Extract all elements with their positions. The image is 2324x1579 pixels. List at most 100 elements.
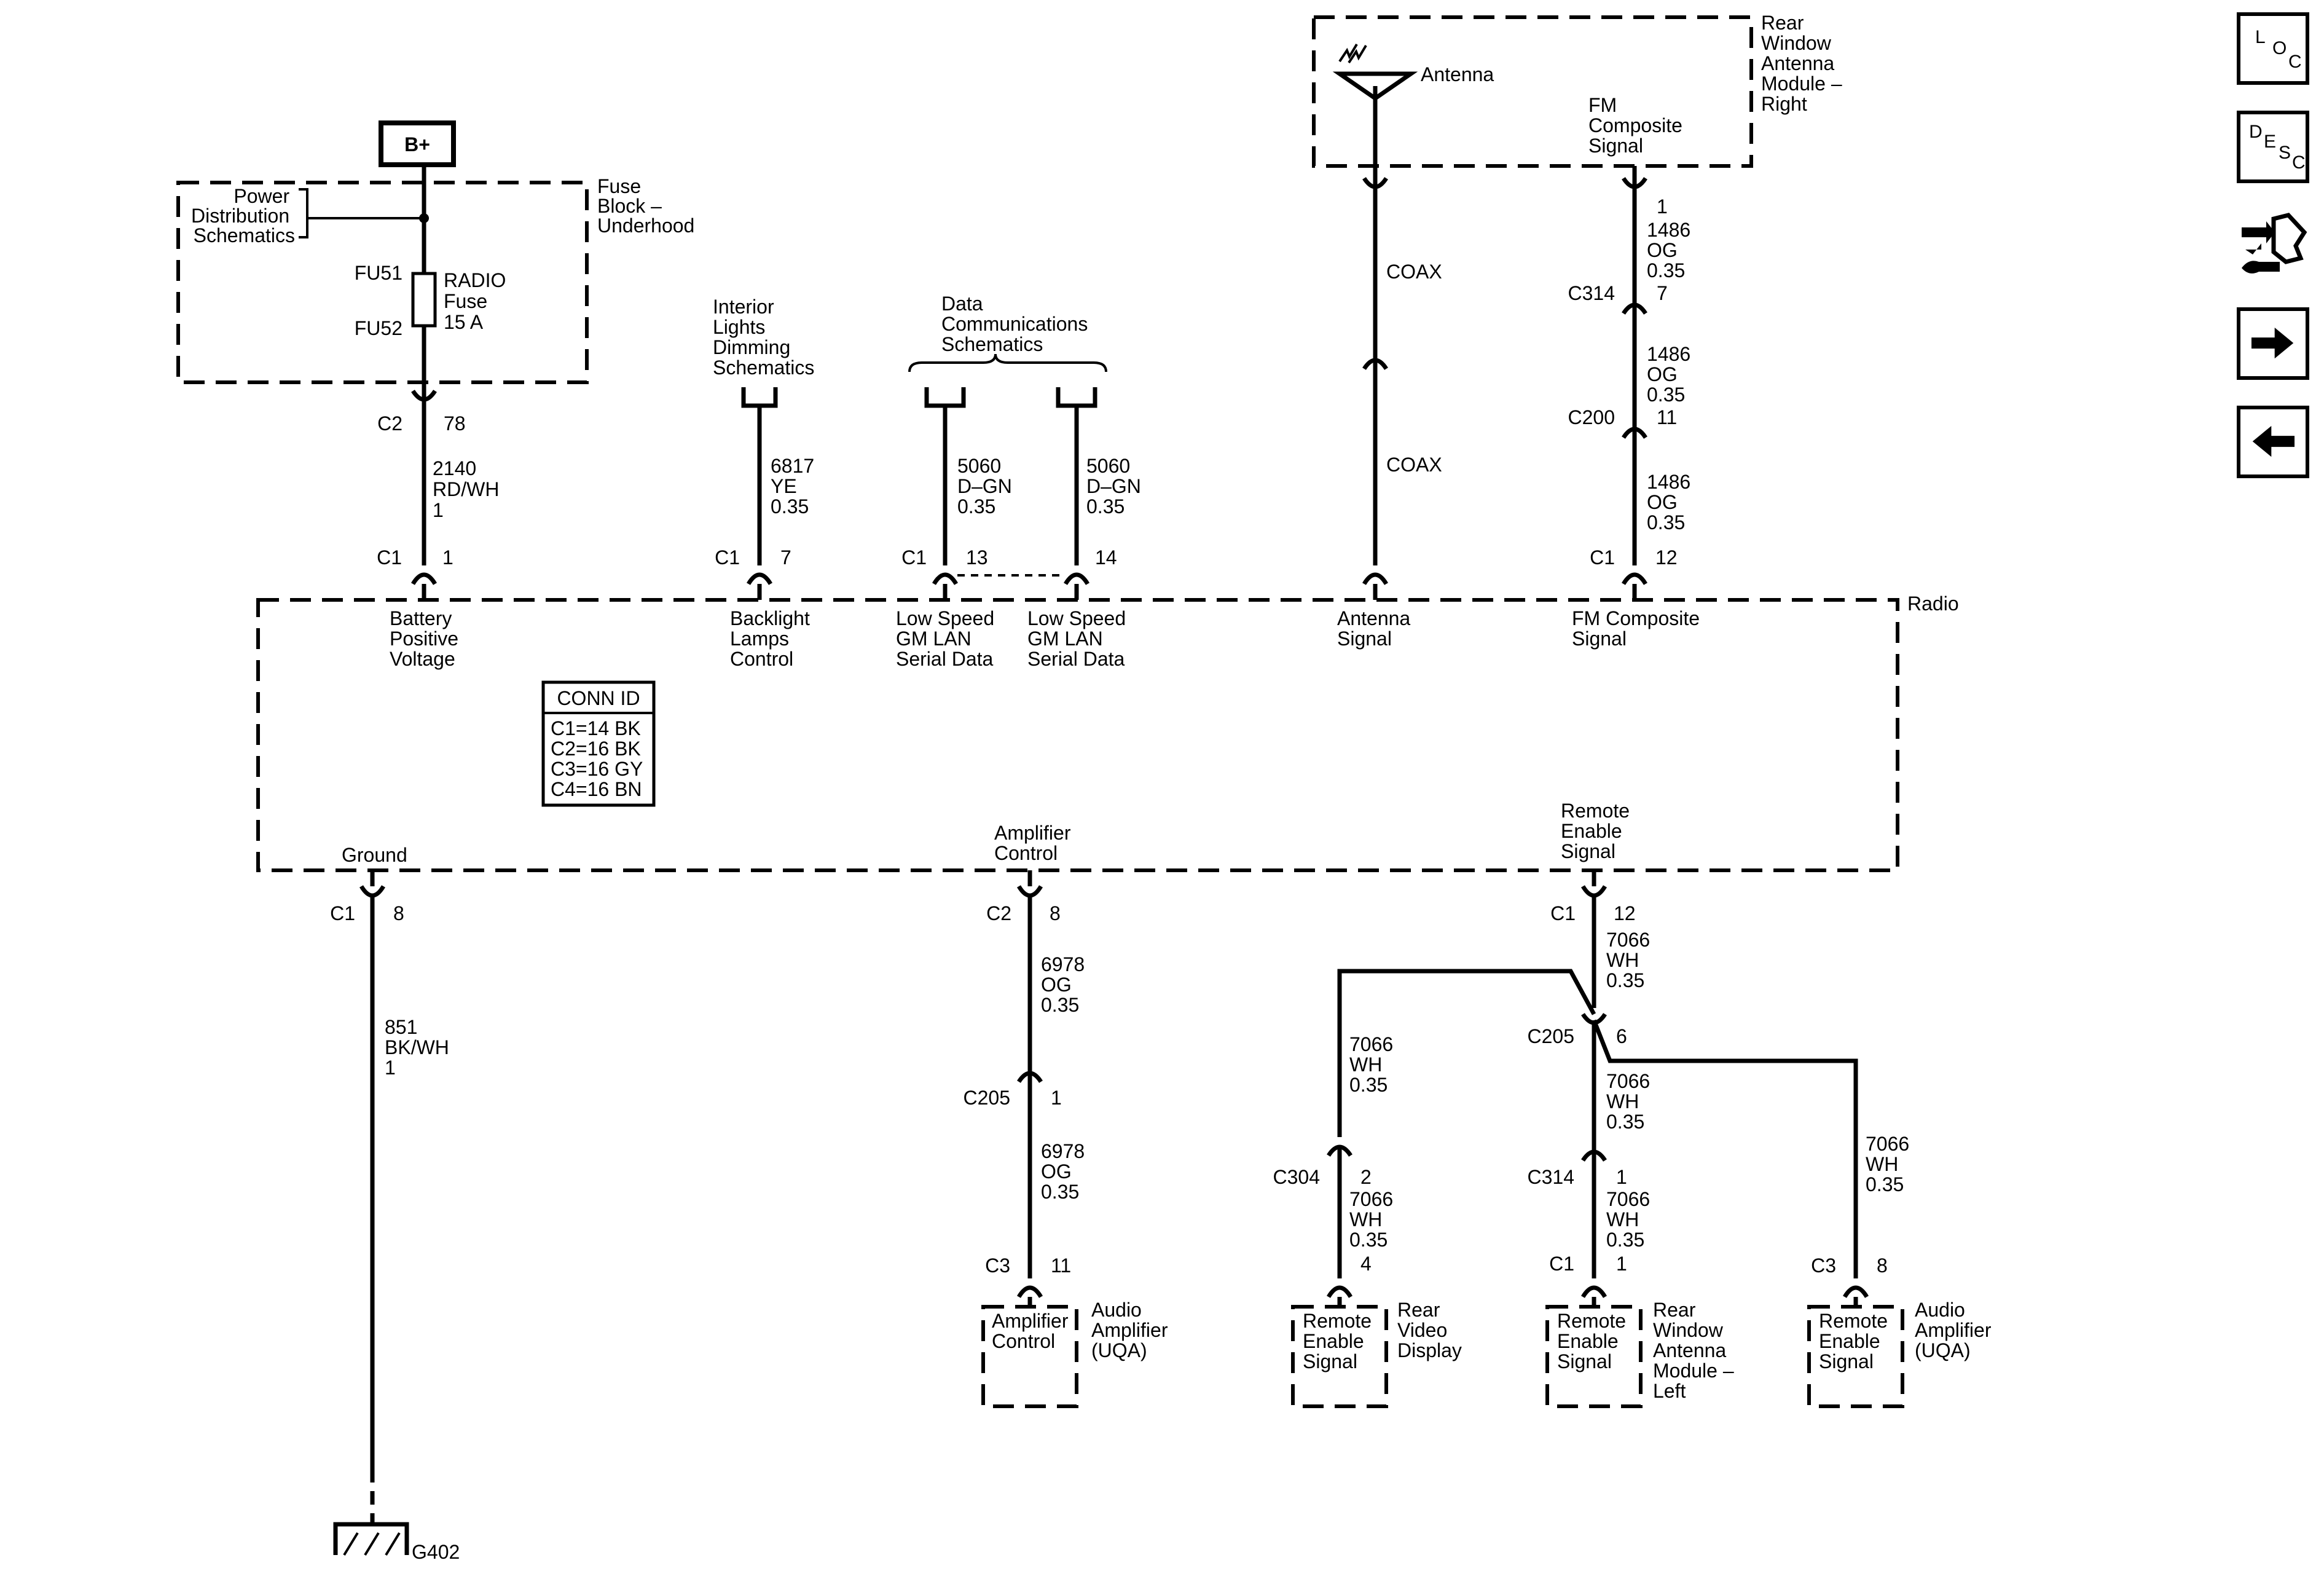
wire-6817-spec: 6817 YE 0.35: [771, 455, 820, 518]
rear-video-pin: 4: [1360, 1253, 1372, 1275]
next-page-button[interactable]: [2237, 307, 2309, 380]
c200-pin-11: 11: [1657, 406, 1677, 428]
pin-name-antenna-signal: Antenna Signal: [1337, 607, 1416, 650]
wire-1486-spec-2: 1486 OG 0.35: [1647, 343, 1696, 406]
audio-amplifier-control-box: [981, 1305, 1078, 1408]
radio-pin-backlight: [746, 572, 773, 600]
ground-hatch: [343, 1532, 401, 1556]
radio-pin-lan-13: [932, 572, 959, 600]
wire-6978-spec-1: 6978 OG 0.35: [1041, 953, 1090, 1016]
fm-composite-label: FM Composite Signal: [1588, 94, 1688, 157]
connector-c205-1: [1017, 1071, 1043, 1084]
wire-7066-left-spec: 7066 WH 0.35: [1349, 1033, 1399, 1096]
interior-lights-label: Interior Lights Dimming Schematics: [713, 296, 814, 379]
radio-fuse-label: RADIO Fuse 15 A: [444, 269, 511, 333]
amp-conn: C2: [986, 902, 1011, 924]
connector-c314-1: [1581, 1149, 1607, 1162]
rear-window-antenna-module-left-box: [1545, 1305, 1643, 1408]
fm-radio-conn: C1: [1590, 546, 1615, 569]
lan-conn: C1: [901, 546, 927, 569]
antenna-left-pin: 1: [1616, 1253, 1627, 1275]
desc-letter-c: C: [2292, 152, 2306, 173]
amp-c3-pin: 11: [1051, 1254, 1071, 1277]
antenna-left-conn: C1: [1549, 1253, 1574, 1275]
loc-letter-o: O: [2272, 38, 2287, 58]
radio-pin-battery: [410, 572, 438, 600]
loc-button[interactable]: L O C: [2237, 12, 2309, 85]
antenna-module-right-label: Rear Window Antenna Module – Right: [1761, 12, 1848, 115]
remote-c205-label: C205: [1528, 1025, 1575, 1047]
rear-video-display-box: [1291, 1305, 1388, 1408]
backlight-conn: C1: [715, 546, 740, 569]
backlight-pin: 7: [780, 546, 791, 569]
pin-name-amplifier-control: Amplifier Control: [994, 822, 1076, 864]
connector-tool-icon: [2242, 213, 2307, 274]
conn-id-table: [541, 680, 656, 807]
antenna-signal-icon: [1338, 43, 1367, 64]
conn-c200-label: C200: [1568, 406, 1615, 428]
wire-7066-main-spec: 7066 WH 0.35: [1606, 929, 1655, 991]
fm-connector-pin1: [1622, 176, 1647, 189]
remote-pin: 12: [1614, 902, 1636, 924]
audio-amplifier-remote-box: [1807, 1305, 1904, 1408]
radio-pin-antenna: [1362, 572, 1389, 600]
c314-pin-7: 7: [1657, 282, 1668, 304]
antenna-left-inner: Remote Enable Signal: [1557, 1310, 1631, 1372]
wire-7066-left: [1337, 969, 1596, 1137]
battery-pin: 1: [442, 546, 453, 569]
wire-5060-b-spec: 5060 D–GN 0.35: [1086, 455, 1147, 518]
radio-pin-fm: [1621, 572, 1648, 600]
remote-c314-label: C314: [1528, 1166, 1575, 1188]
antenna-symbol: [1332, 71, 1418, 101]
power-distribution-bracket: [299, 188, 424, 238]
amp-control-outer: Audio Amplifier (UQA): [1091, 1299, 1173, 1361]
lan-reference-2: [1056, 387, 1097, 408]
connector-tool-button[interactable]: [2237, 209, 2309, 282]
battery-conn: C1: [377, 546, 402, 569]
fuse-pin-fu51: FU51: [355, 262, 402, 284]
battery-source-label: B+: [404, 133, 430, 156]
c304-pin: 2: [1360, 1166, 1372, 1188]
coax-inline-connector: [1362, 358, 1388, 371]
fuse-block-label: Fuse Block – Underhood: [597, 175, 694, 237]
wire-851-spec: 851 BK/WH 1: [385, 1016, 455, 1079]
desc-button[interactable]: D E S C: [2237, 111, 2309, 183]
desc-letter-e: E: [2264, 132, 2277, 152]
arrow-left-icon: [2252, 425, 2295, 457]
pin-78-label: 78: [444, 412, 466, 435]
remote-c314-pin: 1: [1616, 1166, 1627, 1188]
previous-page-button[interactable]: [2237, 406, 2309, 478]
audio-amp-inner: Remote Enable Signal: [1819, 1310, 1893, 1372]
audio-amp-connector: [1842, 1285, 1869, 1307]
lan-pin-14: 14: [1095, 546, 1117, 569]
radio-label: Radio: [1907, 593, 1959, 615]
loc-letter-c: C: [2288, 52, 2302, 72]
radio-pin-amp-control: [1016, 870, 1043, 898]
radio-bottom-connectors: [359, 870, 1608, 898]
data-comm-brace: [908, 353, 1107, 372]
ground-conn: C1: [330, 902, 355, 924]
antenna-label: Antenna: [1421, 63, 1494, 85]
wire-7066-mid-spec-2: 7066 WH 0.35: [1606, 1188, 1655, 1251]
radio-pin-lan-14: [1063, 572, 1090, 600]
wire-7066-right: [1592, 1019, 1858, 1278]
ground-pin: 8: [393, 902, 404, 924]
amp-c3-label: C3: [985, 1254, 1010, 1277]
rear-video-inner: Remote Enable Signal: [1303, 1310, 1377, 1372]
radio-pin-ground: [359, 870, 386, 898]
pin-name-lan-13: Low Speed GM LAN Serial Data: [896, 607, 1000, 670]
wire-1486-spec-1: 1486 OG 0.35: [1647, 219, 1696, 282]
lan-reference-1: [924, 387, 966, 408]
amp-c205-label: C205: [964, 1087, 1011, 1109]
interior-lights-reference: [741, 387, 778, 408]
rear-video-outer: Rear Video Display: [1397, 1299, 1462, 1361]
connector-c3-11: [1016, 1285, 1043, 1307]
wire-7066-left-spec-2: 7066 WH 0.35: [1349, 1188, 1399, 1251]
connector-c304-2: [1327, 1144, 1352, 1157]
rear-video-connector: [1326, 1285, 1353, 1307]
antenna-left-outer: Rear Window Antenna Module – Left: [1653, 1299, 1740, 1402]
wire-2140-spec: 2140 RD/WH 1: [433, 457, 504, 521]
c304-label: C304: [1273, 1166, 1321, 1188]
